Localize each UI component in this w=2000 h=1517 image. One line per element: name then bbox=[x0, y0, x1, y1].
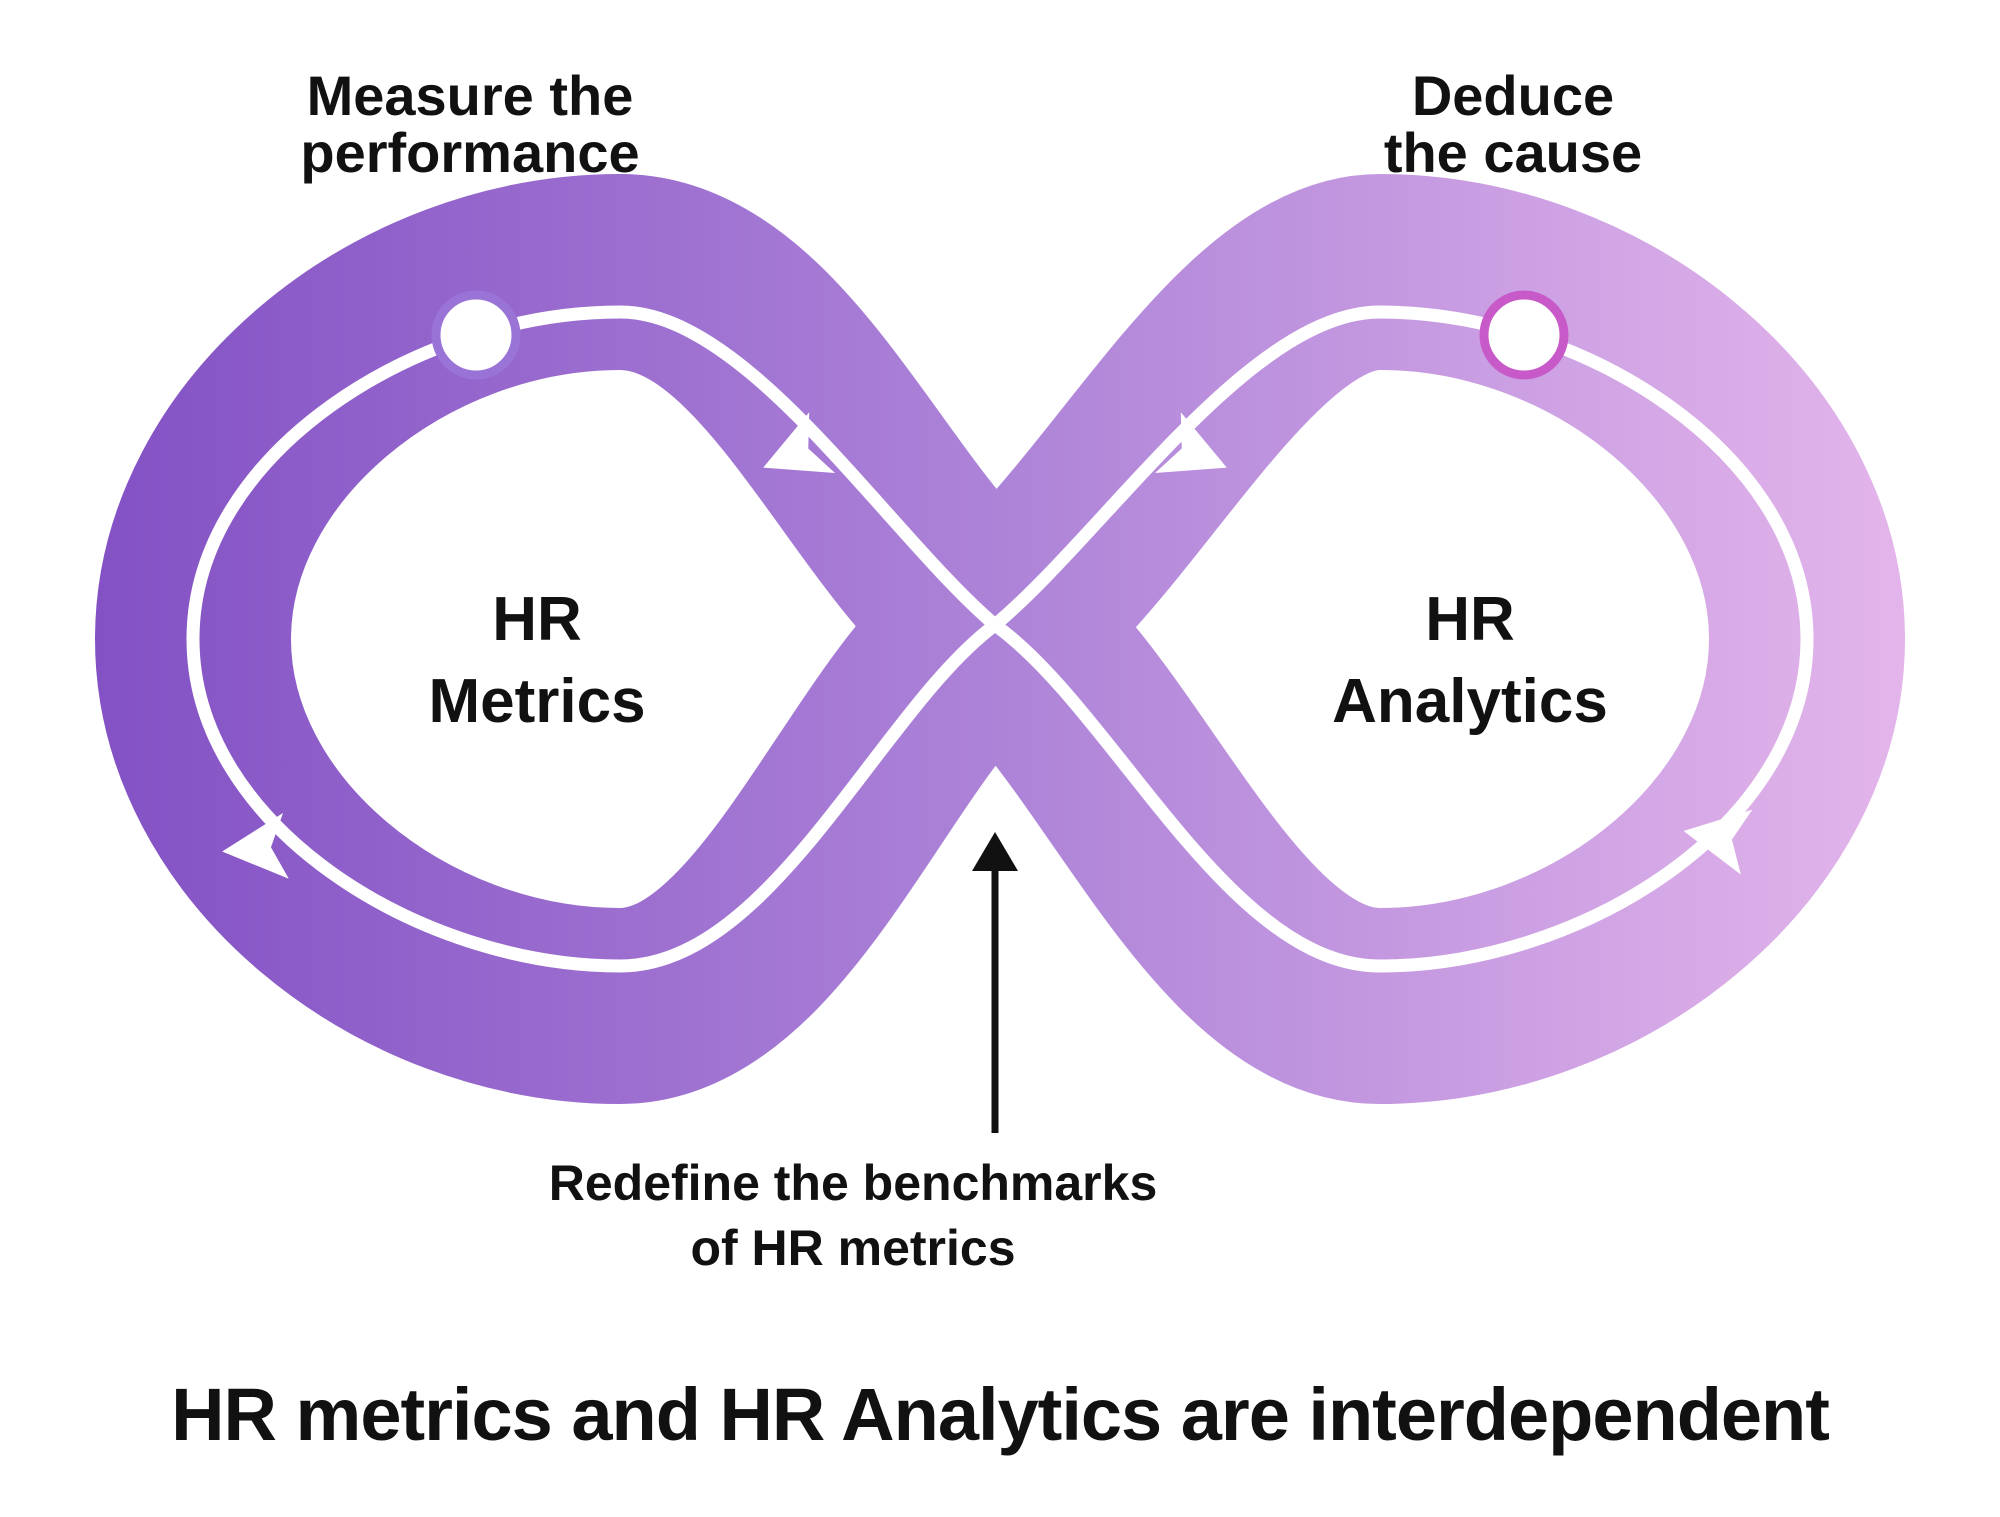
infinity-ribbon bbox=[95, 174, 1905, 1104]
right-loop-label: HR Analytics bbox=[1332, 585, 1608, 736]
arrowhead-center-right-icon bbox=[1155, 412, 1227, 473]
left-loop-label: HR Metrics bbox=[428, 585, 645, 736]
annotation-top-left: Measure the performance bbox=[300, 64, 639, 184]
annotation-top-left-line1: Measure the bbox=[307, 64, 634, 127]
left-loop-label-line2: Metrics bbox=[428, 667, 645, 736]
benchmark-arrowhead-icon bbox=[972, 832, 1018, 871]
annotation-bottom-line1: Redefine the benchmarks bbox=[549, 1155, 1158, 1211]
annotation-top-right-line1: Deduce bbox=[1412, 64, 1614, 127]
annotation-bottom-line2: of HR metrics bbox=[690, 1220, 1015, 1276]
flow-arrowheads bbox=[222, 412, 1753, 879]
arrowhead-bottom-right-icon bbox=[1683, 809, 1753, 875]
arrowhead-bottom-left-icon bbox=[222, 813, 289, 879]
left-loop-label-line1: HR bbox=[492, 585, 582, 654]
annotation-top-right: Deduce the cause bbox=[1384, 64, 1642, 184]
annotation-top-left-line2: performance bbox=[300, 121, 639, 184]
right-loop-label-line2: Analytics bbox=[1332, 667, 1608, 736]
annotation-bottom: Redefine the benchmarks of HR metrics bbox=[549, 1155, 1158, 1276]
arrowhead-center-left-icon bbox=[763, 412, 835, 473]
right-loop-label-line1: HR bbox=[1425, 585, 1515, 654]
right-loop-marker bbox=[1479, 290, 1569, 380]
annotation-top-right-line2: the cause bbox=[1384, 121, 1642, 184]
benchmark-arrow bbox=[972, 832, 1018, 1133]
flow-line bbox=[186, 305, 1814, 973]
left-loop-marker bbox=[431, 290, 521, 380]
diagram-caption: HR metrics and HR Analytics are interdep… bbox=[171, 1373, 1829, 1456]
